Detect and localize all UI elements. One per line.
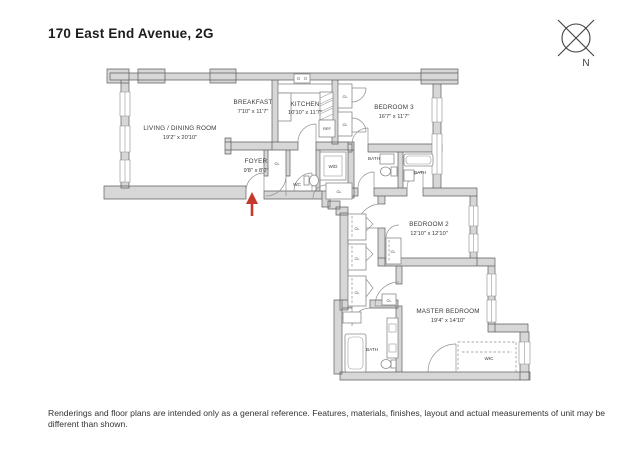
bathtub-icon xyxy=(403,153,434,167)
bathtub-icon xyxy=(344,333,367,373)
disclaimer: Renderings and floor plans are intended … xyxy=(48,408,614,430)
room-label-bedroom2: BEDROOM 2 xyxy=(409,221,449,228)
toilet-bowl-icon xyxy=(309,174,319,187)
wc-label: WC xyxy=(293,182,301,187)
walk-in-closet xyxy=(457,341,517,373)
sink-icon xyxy=(342,311,362,324)
closet-label: CL xyxy=(354,256,360,261)
room-label-breakfast: BREAKFAST xyxy=(234,99,273,106)
disclaimer-line1: Renderings and floor plans are intended … xyxy=(48,408,605,418)
room-label-living: LIVING / DINING ROOM xyxy=(143,125,216,132)
room-dims-master: 19'4" x 14'10" xyxy=(431,318,465,324)
hall-closets xyxy=(347,213,402,307)
room-dims-bedroom3: 16'7" x 11'7" xyxy=(379,114,410,120)
bathtub-inner xyxy=(347,336,364,370)
closet-box xyxy=(347,275,367,307)
kitchen-counter-top xyxy=(277,83,333,94)
wd-label: W/D xyxy=(329,164,339,169)
closet-label: CL xyxy=(386,298,392,303)
master-bath-fixtures xyxy=(342,311,399,373)
hall-closet-box xyxy=(325,182,353,200)
compass: N xyxy=(557,19,595,69)
stove-icon xyxy=(293,73,311,84)
closet-door-swing xyxy=(385,224,400,239)
closet-label: CL xyxy=(342,94,348,99)
toilet-tank-icon xyxy=(390,166,398,177)
double-vanity-icon xyxy=(386,317,399,359)
toilet-tank-icon xyxy=(303,175,310,186)
bath-label: BATH xyxy=(368,156,380,161)
bifold-door-icon xyxy=(365,216,374,298)
compass-cross-lines xyxy=(557,19,595,57)
room-dims-breakfast: 7'10" x 11'7" xyxy=(238,109,269,115)
vanity-basin-icon xyxy=(388,323,397,333)
bedroom3-closets xyxy=(337,83,353,137)
disclaimer-line2: different than shown. xyxy=(48,419,128,429)
room-dims-bedroom2: 12'10" x 12'10" xyxy=(410,231,448,237)
closet-label: CL xyxy=(342,122,348,127)
sink-icon xyxy=(403,169,415,182)
bath-label: BATH xyxy=(414,170,426,175)
core-fixtures xyxy=(303,151,353,200)
toilet-tank-icon xyxy=(390,359,397,369)
refrigerator-icon xyxy=(318,119,336,138)
upper-bath-fixtures xyxy=(379,153,434,182)
wic-dashed-box xyxy=(457,341,517,373)
kitchen-counter-left xyxy=(277,92,292,122)
page-title: 170 East End Avenue, 2G xyxy=(48,26,214,41)
closet-label: CL xyxy=(354,226,360,231)
closet-box xyxy=(337,83,353,109)
stove-burner-icon xyxy=(303,77,307,81)
room-dims-living: 19'2" x 20'10" xyxy=(163,135,197,141)
master-closet-box xyxy=(381,293,397,306)
vanity-basin-icon xyxy=(388,343,397,353)
laundry-closet xyxy=(319,151,347,181)
wic-label: WIC xyxy=(485,356,495,361)
closet-label: CL xyxy=(336,189,342,194)
counter-hatch-lines xyxy=(319,91,334,121)
toilet-bowl-icon xyxy=(380,166,391,177)
fixture-labels: CL CL CL WC W/D CL REF BATH BATH CL CL C… xyxy=(274,94,494,361)
compass-north-label: N xyxy=(582,58,589,69)
room-label-kitchen: KITCHEN xyxy=(290,101,319,108)
washer-dryer-icon xyxy=(323,155,343,177)
window-mullions xyxy=(124,92,525,364)
entry-arrow-head xyxy=(246,192,258,204)
bath-label: BATH xyxy=(366,347,378,352)
room-label-master: MASTER BEDROOM xyxy=(416,308,479,315)
closet-label: CL xyxy=(274,161,280,166)
room-label-bedroom3: BEDROOM 3 xyxy=(374,104,414,111)
room-labels: LIVING / DINING ROOM 19'2" x 20'10" BREA… xyxy=(143,99,479,324)
room-dims-kitchen: 10'10" x 11'7" xyxy=(288,110,322,116)
sink-icon xyxy=(379,153,395,165)
kitchen-fixtures xyxy=(277,73,336,138)
closet-label: CL xyxy=(354,290,360,295)
windows xyxy=(119,91,531,365)
room-dims-foyer: 9'8" x 8'0" xyxy=(244,168,269,174)
room-label-foyer: FOYER xyxy=(245,158,268,165)
ref-label: REF xyxy=(323,126,332,131)
entry-arrow xyxy=(246,192,258,216)
stove-burner-icon xyxy=(296,77,300,81)
bedroom2-closet-box xyxy=(385,237,402,265)
window-panes xyxy=(119,91,531,365)
compass-circle xyxy=(561,23,591,53)
toilet-bowl-icon xyxy=(380,359,392,369)
closet-box xyxy=(347,243,367,271)
closet-box xyxy=(337,111,353,137)
closet-label: CL xyxy=(390,249,396,254)
closet-box xyxy=(347,213,367,241)
bathtub-inner xyxy=(405,155,432,165)
